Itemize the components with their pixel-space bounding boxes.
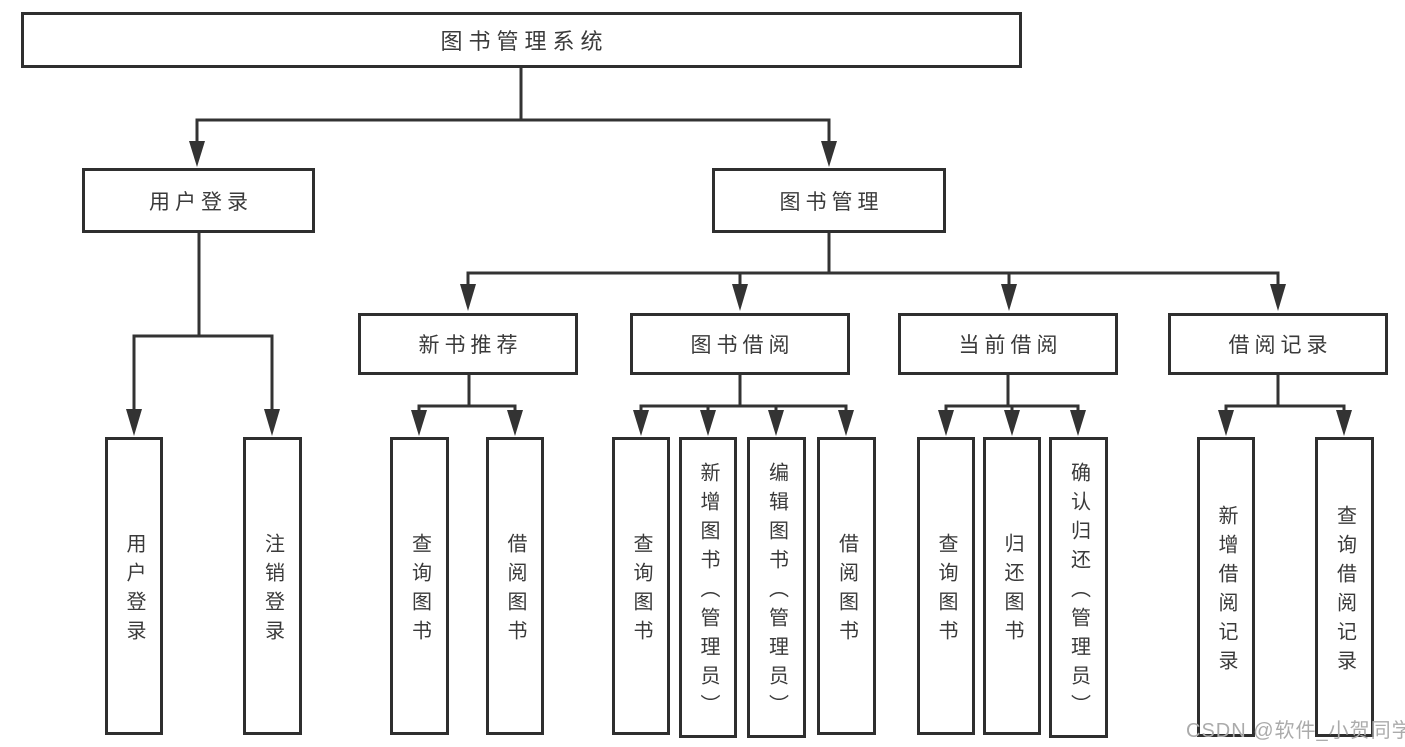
leaf-edit-books-admin-label: 编辑图书（管理员） [765, 461, 788, 723]
node-new-book-recommend-label: 新书推荐 [418, 334, 523, 357]
node-current-borrowing: 当前借阅 [898, 313, 1118, 375]
arrowhead-new-books-icon [460, 284, 476, 311]
arrowhead-book-mgmt-icon [821, 141, 837, 167]
node-user-login-label: 用户登录 [149, 190, 253, 214]
leaf-user-login: 用户登录 [105, 437, 163, 735]
arrowhead-borrow-records-icon [1270, 284, 1286, 311]
leaf-confirm-return-admin-label: 确认归还（管理员） [1067, 461, 1090, 723]
arrowhead-user-login-icon [189, 141, 205, 167]
leaf-borrow-books-2-label: 借阅图书 [835, 532, 858, 649]
node-root: 图书管理系统 [21, 12, 1022, 68]
leaf-user-login-label: 用户登录 [123, 532, 145, 649]
leaf-add-borrow-record: 新增借阅记录 [1197, 437, 1255, 737]
node-book-borrowing: 图书借阅 [630, 313, 850, 375]
node-borrowing-records: 借阅记录 [1168, 313, 1388, 375]
leaf-edit-books-admin: 编辑图书（管理员） [747, 437, 806, 738]
arrowhead-leaf-icon [1218, 410, 1234, 436]
leaf-borrow-books-1: 借阅图书 [486, 437, 544, 735]
edge-book-borrow-to-leaves [639, 374, 848, 413]
leaf-add-books-admin: 新增图书（管理员） [679, 437, 737, 738]
arrowhead-leaf-icon [1004, 410, 1020, 436]
node-root-label: 图书管理系统 [440, 29, 609, 54]
csdn-watermark: CSDN @软件_小贺同学 [1186, 720, 1405, 742]
leaf-query-books-3: 查询图书 [917, 437, 975, 735]
leaf-query-books-3-label: 查询图书 [935, 532, 957, 649]
arrowhead-leaf-icon [411, 410, 427, 436]
leaf-query-books-2-label: 查询图书 [630, 532, 652, 649]
leaf-query-books-1: 查询图书 [390, 437, 449, 735]
arrowhead-logout-leaf-icon [264, 409, 280, 436]
leaf-borrow-books-2: 借阅图书 [817, 437, 876, 735]
node-book-management-label: 图书管理 [779, 190, 884, 214]
leaf-confirm-return-admin: 确认归还（管理员） [1049, 437, 1108, 738]
edge-current-borrow-to-leaves [944, 374, 1080, 413]
arrowhead-leaf-icon [938, 410, 954, 436]
edge-new-books-to-leaves [417, 374, 517, 413]
edge-user-login-to-leaves [132, 231, 274, 412]
leaf-borrow-books-1-label: 借阅图书 [504, 532, 526, 649]
leaf-return-books-label: 归还图书 [1001, 532, 1023, 649]
arrowhead-current-borrow-icon [1001, 284, 1017, 311]
edge-borrow-records-to-leaves [1224, 374, 1346, 413]
leaf-add-books-admin-label: 新增图书（管理员） [697, 461, 719, 723]
node-current-borrowing-label: 当前借阅 [958, 334, 1063, 357]
leaf-add-borrow-record-label: 新增借阅记录 [1215, 504, 1237, 679]
arrowhead-leaf-icon [1070, 410, 1086, 436]
leaf-query-borrow-record: 查询借阅记录 [1315, 437, 1374, 737]
node-borrowing-records-label: 借阅记录 [1228, 334, 1333, 357]
arrowhead-login-leaf-icon [126, 409, 142, 436]
leaf-query-books-2: 查询图书 [612, 437, 670, 735]
arrowhead-leaf-icon [768, 410, 784, 436]
arrowhead-leaf-icon [1336, 410, 1352, 436]
arrowhead-leaf-icon [838, 410, 854, 436]
leaf-logout-label: 注销登录 [261, 532, 284, 649]
arrowhead-leaf-icon [633, 410, 649, 436]
node-user-login: 用户登录 [82, 168, 315, 233]
node-new-book-recommend: 新书推荐 [358, 313, 578, 375]
edge-book-mgmt-to-level3 [466, 231, 1280, 288]
leaf-return-books: 归还图书 [983, 437, 1041, 735]
leaf-query-borrow-record-label: 查询借阅记录 [1333, 504, 1356, 679]
arrowhead-leaf-icon [507, 410, 523, 436]
leaf-logout: 注销登录 [243, 437, 302, 735]
edge-root-to-level2 [195, 67, 831, 144]
node-book-borrowing-label: 图书借阅 [690, 334, 795, 357]
node-book-management: 图书管理 [712, 168, 946, 233]
arrowhead-leaf-icon [700, 410, 716, 436]
arrowhead-book-borrow-icon [732, 284, 748, 311]
leaf-query-books-1-label: 查询图书 [408, 532, 431, 649]
